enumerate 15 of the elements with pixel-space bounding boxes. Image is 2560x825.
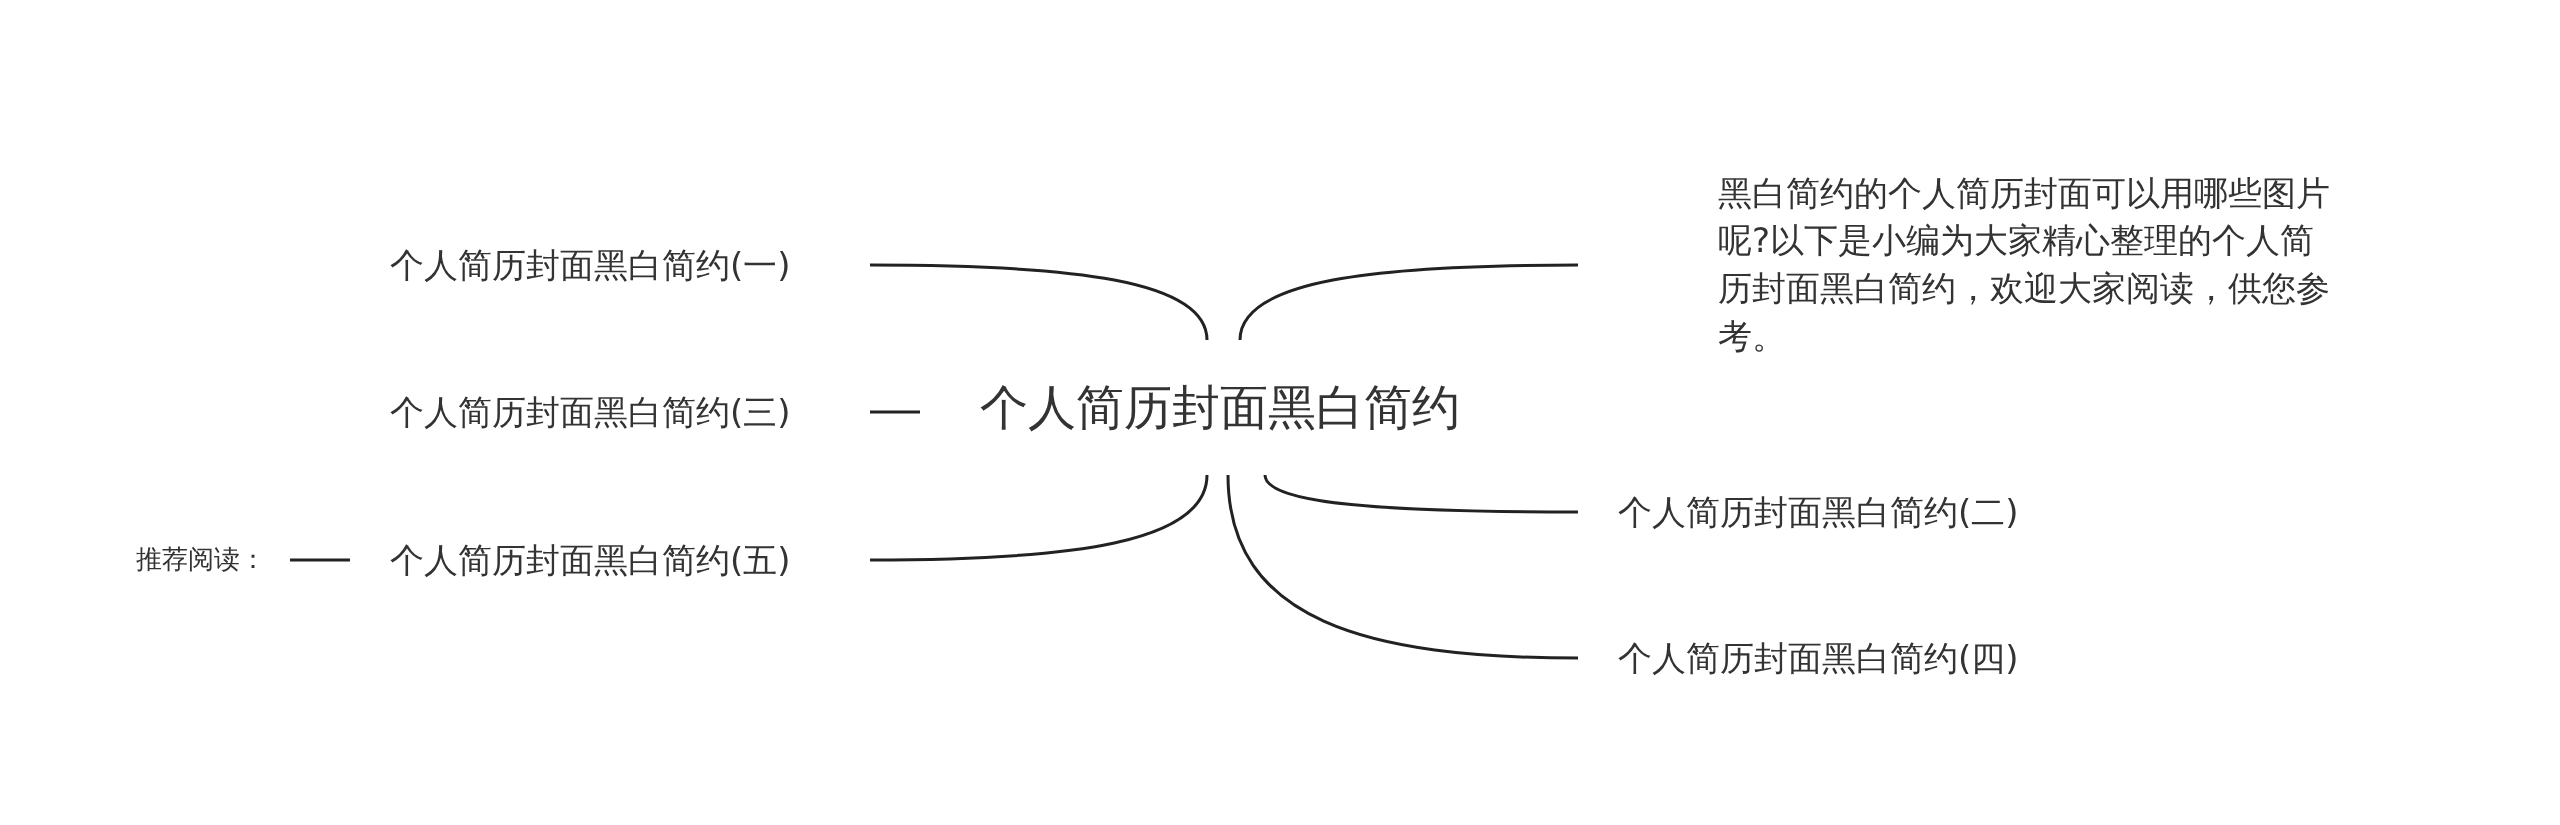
- topic-label: 推荐阅读：: [136, 544, 266, 576]
- connector-line: [1226, 474, 1579, 660]
- connector-line: [290, 558, 350, 562]
- description-text: 黑白简约的个人简历封面可以用哪些图片呢?以下是小编为大家精心整理的个人简历封面黑白简约，欢迎大家阅读，供您参考。: [1718, 171, 2331, 358]
- central-topic: 个人简历封面黑白简约: [980, 378, 1460, 437]
- connector-line: [870, 474, 1209, 562]
- connector-line: [1263, 474, 1578, 514]
- topic-label: 个人简历封面黑白简约(一): [390, 244, 791, 286]
- topic-label: 个人简历封面黑白简约(二): [1618, 491, 2019, 533]
- connector-line: [1238, 263, 1578, 341]
- topic-label: 个人简历封面黑白简约(五): [390, 539, 791, 581]
- topic-label: 个人简历封面黑白简约(三): [390, 391, 791, 433]
- connector-line: [870, 410, 920, 414]
- connector-line: [870, 263, 1209, 341]
- topic-label: 个人简历封面黑白简约(四): [1618, 637, 2019, 679]
